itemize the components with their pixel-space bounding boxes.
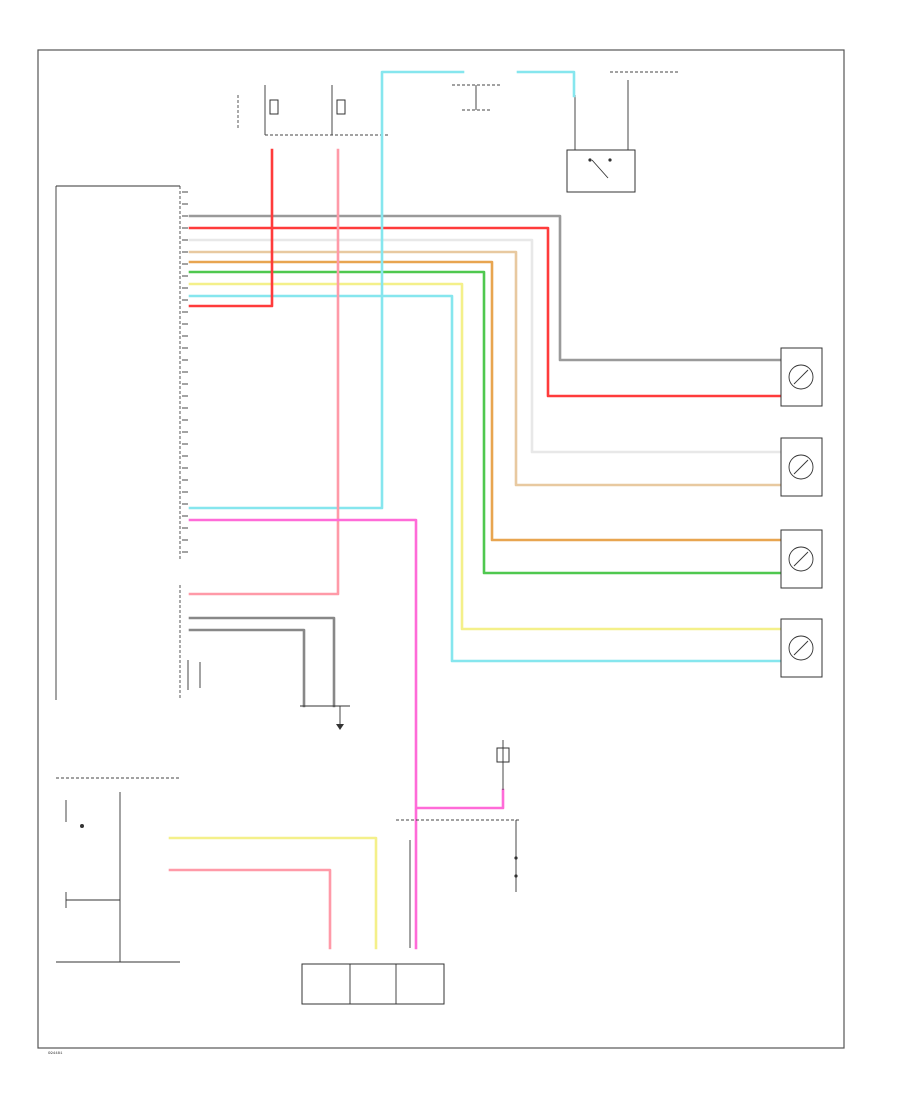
wire-green-rf-sensor xyxy=(188,270,782,575)
diagram-frame xyxy=(37,49,845,1049)
wire-yellow-switch xyxy=(168,836,378,950)
wire-red-lr-sensor xyxy=(188,226,782,398)
ground-icon xyxy=(300,705,350,730)
ebcm-module xyxy=(55,185,181,700)
hazard-switch-block xyxy=(452,84,500,111)
wire-black-ground-1 xyxy=(188,616,336,708)
wheel-speed-sensor-icon xyxy=(780,529,823,589)
diagram-id: G94481 xyxy=(48,1052,63,1056)
wire-lightblue-lf-sensor xyxy=(188,294,782,663)
instrument-cluster xyxy=(56,777,180,963)
wheel-speed-sensor-icon xyxy=(780,347,823,407)
wheel-speed-sensor-icon xyxy=(780,437,823,497)
wire-lightblue-serial-data xyxy=(188,70,576,510)
wire-black-ground-2 xyxy=(188,628,306,708)
wire-white-rr-sensor xyxy=(188,238,782,454)
wheel-speed-sensor-icon xyxy=(780,618,823,678)
wire-pink-ignition xyxy=(188,148,274,308)
wire-orange-rf-sensor xyxy=(188,260,782,542)
fuse-block-feeds xyxy=(237,85,390,136)
stop-lamp-switch-block xyxy=(566,71,680,193)
pump-relay-icon xyxy=(187,660,201,690)
ebcm-connector-pins xyxy=(182,191,188,553)
wire-pink-switch xyxy=(168,868,332,950)
seat-switch-module xyxy=(301,963,445,1005)
switch-icon xyxy=(396,740,520,948)
wire-magenta-brake xyxy=(188,518,505,950)
wire-yellow-lf-sensor xyxy=(188,282,782,631)
wire-gray-lr-sensor xyxy=(188,214,782,362)
wire-pink-battery xyxy=(188,148,340,596)
wire-tan-rr-sensor xyxy=(188,250,782,487)
